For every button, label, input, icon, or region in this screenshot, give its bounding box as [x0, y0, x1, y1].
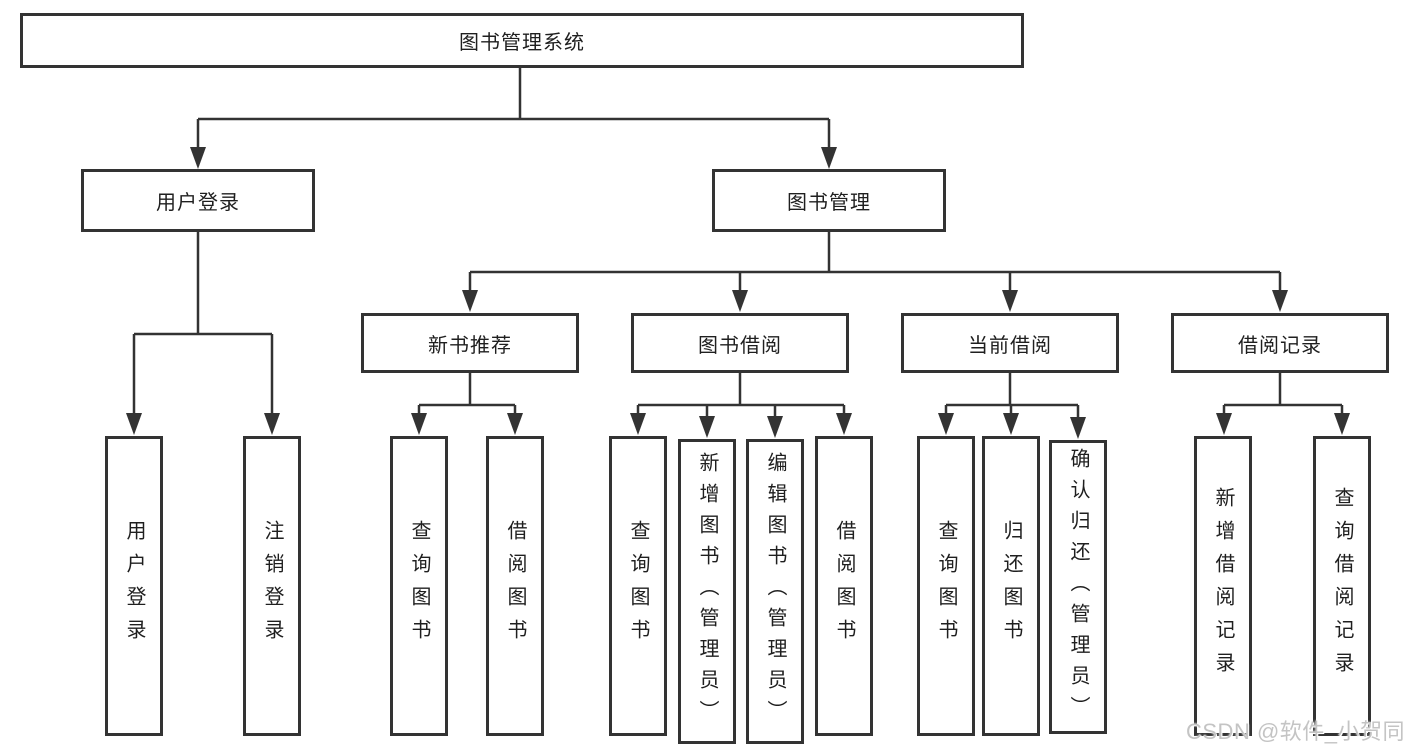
arrowheads-level3	[462, 290, 1288, 312]
leaf-query-books-current: 查询图书	[917, 436, 975, 736]
connector-root-to-level2	[196, 68, 831, 150]
connector-new-book-recommend	[417, 373, 517, 417]
connector-current-borrowing	[944, 373, 1080, 420]
leaf-query-books-recommend: 查询图书	[390, 436, 448, 736]
leaf-user-login: 用户登录	[105, 436, 163, 736]
leaf-edit-books-admin: 编辑图书（管理员）	[746, 439, 804, 744]
node-book-management-system: 图书管理系统	[20, 13, 1024, 68]
leaf-borrow-books-recommend: 借阅图书	[486, 436, 544, 736]
node-current-borrowing: 当前借阅	[901, 313, 1119, 373]
arrowheads-new-book-recommend	[411, 413, 523, 435]
leaf-borrow-books-borrow: 借阅图书	[815, 436, 873, 736]
leaf-query-books-borrow: 查询图书	[609, 436, 667, 736]
connector-book-borrowing	[636, 373, 846, 419]
leaf-add-books-admin: 新增图书（管理员）	[678, 439, 736, 744]
node-book-borrowing: 图书借阅	[631, 313, 849, 373]
arrowheads-user-login-leaves	[126, 413, 280, 435]
arrowheads-level2	[190, 147, 837, 169]
node-user-login: 用户登录	[81, 169, 315, 232]
leaf-query-borrow-record: 查询借阅记录	[1313, 436, 1371, 736]
leaf-confirm-return-admin: 确认归还（管理员）	[1049, 440, 1107, 734]
node-book-management: 图书管理	[712, 169, 946, 232]
arrowheads-borrowing-records	[1216, 413, 1350, 435]
connector-user-login-to-leaves	[132, 232, 274, 417]
connector-borrowing-records	[1222, 373, 1344, 417]
leaf-return-books: 归还图书	[982, 436, 1040, 736]
leaf-add-borrow-record: 新增借阅记录	[1194, 436, 1252, 736]
node-new-book-recommendation: 新书推荐	[361, 313, 579, 373]
arrowheads-book-borrowing	[630, 413, 852, 438]
node-borrowing-records: 借阅记录	[1171, 313, 1389, 373]
leaf-logout: 注销登录	[243, 436, 301, 736]
watermark: CSDN @软件_小贺同学	[1186, 719, 1405, 744]
connector-book-mgmt-to-level3	[468, 232, 1282, 293]
arrowheads-current-borrowing	[938, 413, 1086, 439]
